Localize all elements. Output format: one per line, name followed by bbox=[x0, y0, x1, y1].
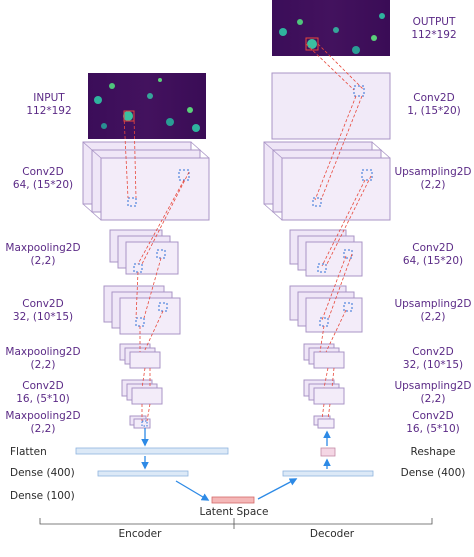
encoder-maxpool-1-label: Maxpooling2D (2,2) bbox=[5, 242, 81, 267]
flatten-label: Flatten bbox=[10, 446, 47, 458]
flatten-bar bbox=[75, 447, 229, 455]
decoder-upsampling-2-label: Upsampling2D (2,2) bbox=[394, 298, 472, 323]
decoder-bracket-label: Decoder bbox=[309, 528, 355, 540]
decoder-bracket bbox=[234, 518, 433, 525]
output-image bbox=[272, 0, 390, 56]
decoder-upsampling-2-stack bbox=[289, 285, 363, 333]
encoder-dense-400-bar bbox=[97, 470, 189, 477]
encoder-bracket-label: Encoder bbox=[118, 528, 162, 540]
encoder-conv2d-16-label: Conv2D 16, (5*10) bbox=[16, 380, 70, 405]
output-label: OUTPUT 112*192 bbox=[411, 16, 457, 41]
encoder-maxpool-2-stack bbox=[119, 343, 161, 369]
encoder-conv2d-32-label: Conv2D 32, (10*15) bbox=[12, 298, 74, 323]
encoder-maxpool-3-label: Maxpooling2D (2,2) bbox=[5, 410, 81, 435]
decoder-upsampling-3-stack bbox=[303, 379, 345, 405]
encoder-receptive-lines bbox=[123, 115, 190, 422]
reshape-label: Reshape bbox=[410, 446, 456, 458]
encoder-conv2d-32-stack bbox=[103, 285, 181, 335]
encoder-maxpool-1-stack bbox=[109, 229, 179, 275]
encoder-conv2d-64-stack bbox=[82, 141, 210, 221]
decoder-upsampling-1-stack bbox=[263, 141, 391, 221]
encoder-conv2d-16-stack bbox=[121, 379, 163, 405]
decoder-conv2d-64-stack bbox=[289, 229, 363, 277]
input-label: INPUT 112*192 bbox=[26, 92, 72, 117]
decoder-conv2d-32-label: Conv2D 32, (10*15) bbox=[402, 346, 464, 371]
input-image bbox=[88, 73, 206, 139]
from-latent-arrow bbox=[257, 478, 298, 500]
decoder-conv2d-1-label: Conv2D 1, (15*20) bbox=[407, 92, 461, 117]
decoder-conv2d-16-label: Conv2D 16, (5*10) bbox=[406, 410, 460, 435]
decoder-dense-400-bar bbox=[282, 470, 374, 477]
encoder-bracket bbox=[39, 518, 235, 525]
to-latent-arrow bbox=[175, 480, 210, 501]
encoder-maxpool-3-stack bbox=[129, 415, 151, 429]
reshape-block bbox=[320, 447, 336, 457]
decoder-conv2d-64-label: Conv2D 64, (15*20) bbox=[402, 242, 464, 267]
encoder-dense-400-label: Dense (400) bbox=[10, 467, 75, 479]
decoder-upsampling-1-label: Upsampling2D (2,2) bbox=[394, 166, 472, 191]
decoder-conv2d-16-stack bbox=[313, 415, 335, 429]
encoder-maxpool-2-label: Maxpooling2D (2,2) bbox=[5, 346, 81, 371]
latent-space-bar bbox=[211, 496, 255, 504]
decoder-conv2d-1-layer bbox=[271, 72, 391, 140]
encoder-dense-100-label: Dense (100) bbox=[10, 490, 75, 502]
decoder-dense-400-label: Dense (400) bbox=[400, 467, 466, 479]
encoder-conv2d-64-label: Conv2D 64, (15*20) bbox=[12, 166, 74, 191]
decoder-receptive-lines bbox=[305, 43, 372, 420]
decoder-conv2d-32-stack bbox=[303, 343, 345, 369]
decoder-upsampling-3-label: Upsampling2D (2,2) bbox=[394, 380, 472, 405]
latent-space-label: Latent Space bbox=[199, 506, 269, 518]
